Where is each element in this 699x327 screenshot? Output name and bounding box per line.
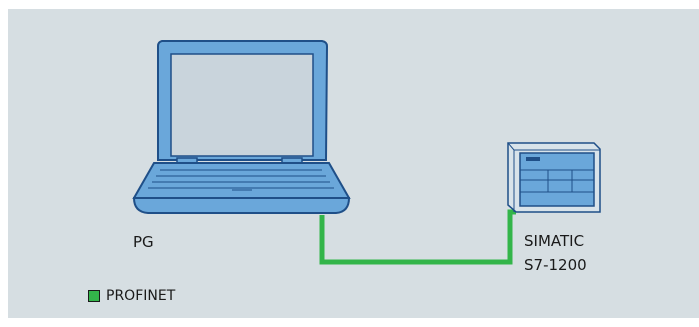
pg-label: PG	[133, 232, 154, 252]
legend-swatch	[88, 290, 100, 302]
plc-label-line1: SIMATIC	[524, 231, 584, 251]
profinet-cable	[322, 212, 516, 262]
plc-label-line2: S7-1200	[524, 255, 587, 275]
plc-icon	[508, 143, 600, 212]
laptop-icon	[134, 41, 349, 213]
legend-label: PROFINET	[106, 288, 175, 304]
legend: PROFINET	[88, 288, 175, 304]
